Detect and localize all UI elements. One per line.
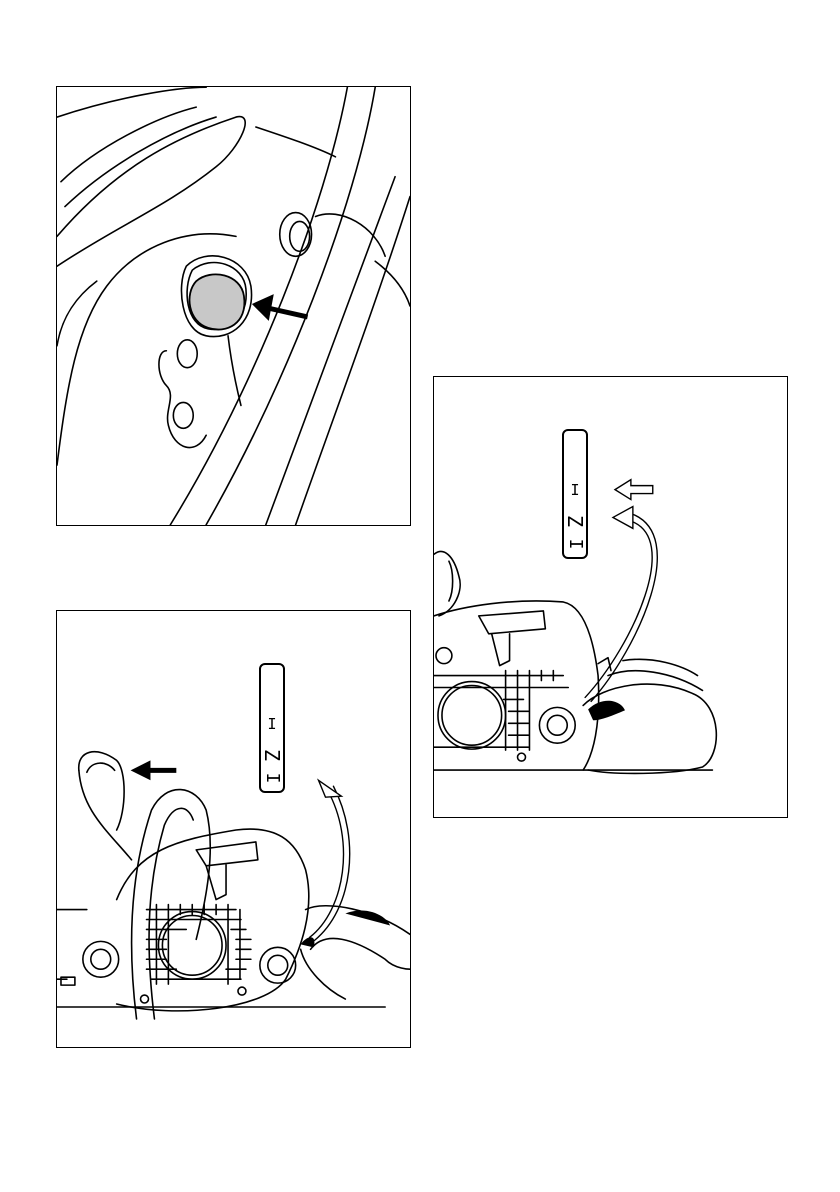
chainsaw-rear-illustration bbox=[434, 377, 787, 817]
hollow-arrow-icon bbox=[615, 480, 653, 500]
chainsaw-side-illustration bbox=[57, 611, 410, 1047]
purge-button bbox=[189, 274, 244, 329]
switch-position-label: I Z I bbox=[562, 429, 588, 559]
symbol-run: I bbox=[261, 717, 283, 732]
figure-choke-start: I Z I bbox=[56, 610, 411, 1048]
direction-arrow-icon bbox=[131, 760, 177, 780]
switch-position-label: I Z I bbox=[259, 663, 285, 793]
purge-button-illustration bbox=[57, 87, 410, 525]
symbol-stop: I bbox=[566, 533, 584, 555]
figure-run-position: I Z I bbox=[433, 376, 788, 818]
symbol-run: I bbox=[564, 483, 586, 498]
symbol-choke: Z bbox=[565, 510, 585, 532]
symbol-choke: Z bbox=[262, 744, 282, 766]
figure-purge-button bbox=[56, 86, 411, 526]
symbol-stop: I bbox=[263, 767, 281, 789]
